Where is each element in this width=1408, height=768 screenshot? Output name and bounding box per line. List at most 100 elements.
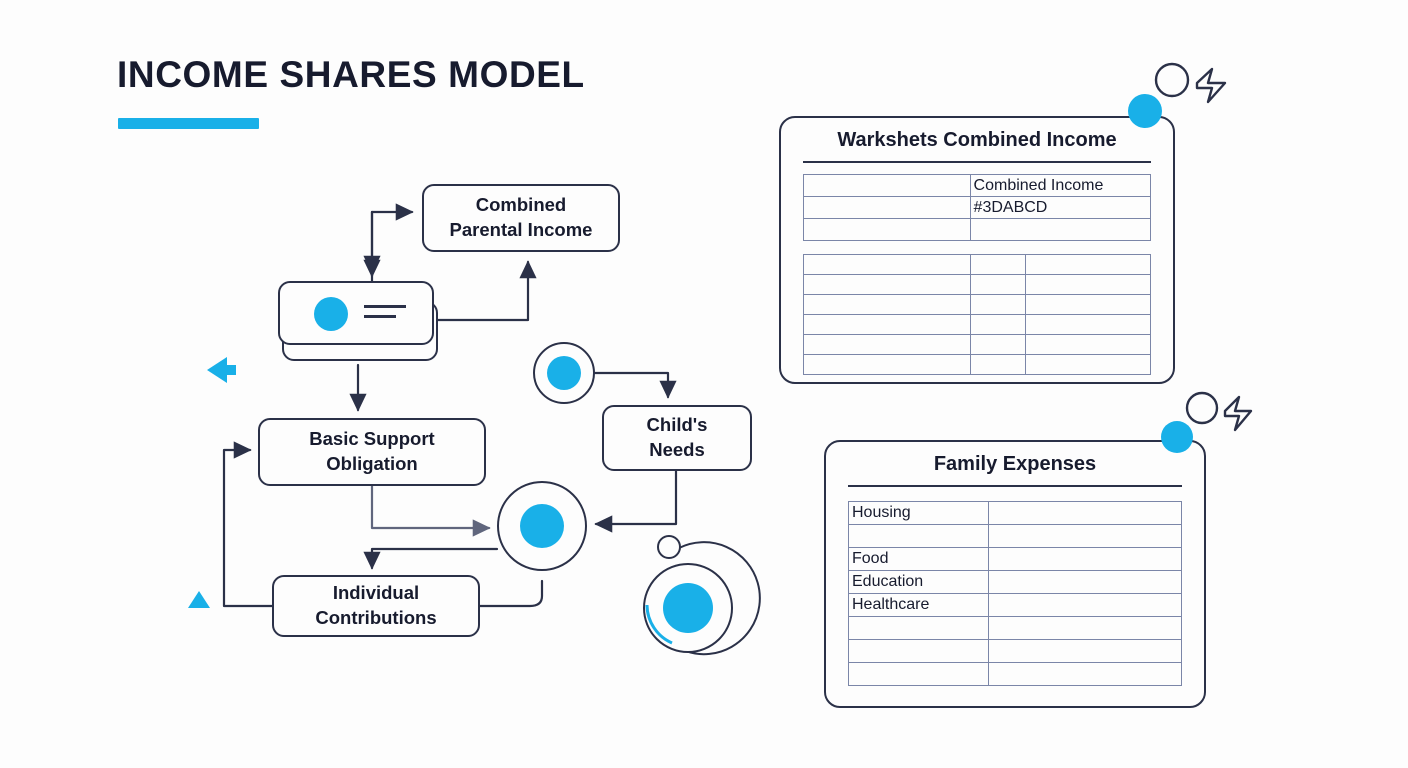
table-row[interactable] xyxy=(848,524,1183,548)
panel-family-expenses-title: Family Expenses xyxy=(933,453,1097,475)
table-combined-income[interactable]: Combined Income #3DABCD xyxy=(803,174,1152,241)
node-combined-parental-income[interactable]: Combined Parental Income xyxy=(422,184,620,252)
table-worksheet-grid-body xyxy=(803,254,1151,375)
panel-family-expenses-title-rule xyxy=(848,485,1182,487)
title-underline-rule xyxy=(118,118,259,129)
cell-value[interactable] xyxy=(987,501,1183,525)
card-stack-icon xyxy=(278,281,438,365)
orbit-icon xyxy=(617,531,763,677)
cell[interactable] xyxy=(803,196,971,219)
diagram-connectors xyxy=(222,203,678,608)
table-row[interactable] xyxy=(803,218,1152,241)
cell[interactable] xyxy=(803,274,971,295)
cell[interactable] xyxy=(803,354,971,375)
panel-worksheets-combined-income: Warkshets Combined Income Combined Incom… xyxy=(779,116,1175,384)
label-line-2: Parental Income xyxy=(449,219,593,240)
node-childs-needs[interactable]: Child's Needs xyxy=(602,405,752,471)
cell-value[interactable] xyxy=(987,570,1183,594)
cell[interactable] xyxy=(969,334,1027,355)
card-stack-line-2 xyxy=(364,315,396,318)
cell[interactable] xyxy=(803,218,971,241)
cell[interactable]: #3DABCD xyxy=(969,196,1152,219)
cell[interactable] xyxy=(969,294,1027,315)
card-stack-line-1 xyxy=(364,305,406,308)
cell-category[interactable] xyxy=(848,616,989,640)
table-row[interactable]: Food xyxy=(848,547,1183,571)
node-childs-needs-label: Child's Needs xyxy=(647,413,708,462)
table-row[interactable]: #3DABCD xyxy=(803,196,1152,219)
table-row[interactable] xyxy=(803,354,1151,375)
chevron-outline-icon xyxy=(1195,67,1227,104)
cell[interactable] xyxy=(803,334,971,355)
table-worksheet-grid[interactable] xyxy=(803,254,1151,375)
table-row[interactable]: Education xyxy=(848,570,1183,594)
cell[interactable] xyxy=(803,254,971,275)
cell[interactable] xyxy=(1025,254,1151,275)
cell-category[interactable]: Food xyxy=(848,547,989,571)
circle-hub-icon xyxy=(497,481,587,571)
cell-value[interactable] xyxy=(987,639,1183,663)
card-stack-avatar-dot xyxy=(314,297,348,331)
cell[interactable] xyxy=(969,354,1027,375)
cell-value[interactable] xyxy=(987,662,1183,686)
accent-dot-2 xyxy=(1161,421,1193,453)
cell-value[interactable] xyxy=(987,547,1183,571)
table-row[interactable] xyxy=(803,334,1151,355)
table-row[interactable] xyxy=(803,254,1151,275)
cell[interactable] xyxy=(1025,294,1151,315)
cell[interactable] xyxy=(969,218,1152,241)
node-individual-contributions[interactable]: Individual Contributions xyxy=(272,575,480,637)
flow-diagram: Combined Parental Income Basic Support O… xyxy=(188,184,763,677)
cell[interactable] xyxy=(969,254,1027,275)
cell[interactable] xyxy=(1025,274,1151,295)
node-combined-parental-income-label: Combined Parental Income xyxy=(450,193,593,242)
label-line-1: Individual xyxy=(332,582,420,604)
table-row[interactable] xyxy=(848,616,1183,640)
cell[interactable] xyxy=(1025,354,1151,375)
cell[interactable] xyxy=(803,314,971,335)
node-basic-support-obligation[interactable]: Basic Support Obligation xyxy=(258,418,486,486)
panel-worksheets-title-rule xyxy=(803,161,1151,163)
cell[interactable]: Combined Income xyxy=(969,174,1152,197)
deco-cluster-2 xyxy=(1182,386,1282,444)
table-family-expenses[interactable]: Housing Food Education Healthcare xyxy=(848,501,1183,686)
table-row[interactable]: Housing xyxy=(848,501,1183,525)
cell[interactable] xyxy=(803,174,971,197)
cell-category[interactable] xyxy=(848,639,989,663)
cell-category[interactable] xyxy=(848,662,989,686)
cell-value[interactable] xyxy=(987,616,1183,640)
cell-category[interactable]: Healthcare xyxy=(848,593,989,617)
table-row[interactable] xyxy=(848,662,1183,686)
cell[interactable] xyxy=(969,274,1027,295)
circle-outline-icon xyxy=(1154,62,1190,98)
cell[interactable] xyxy=(1025,314,1151,335)
cell[interactable] xyxy=(1025,334,1151,355)
page-title: INCOME SHARES MODEL xyxy=(117,54,585,95)
cell-category[interactable]: Housing xyxy=(848,501,989,525)
table-row[interactable] xyxy=(803,314,1151,335)
card-stack-front xyxy=(278,281,434,345)
cell-value[interactable] xyxy=(987,593,1183,617)
accent-dot-1 xyxy=(1128,94,1162,128)
table-row[interactable]: Combined Income xyxy=(803,174,1152,197)
cell-category[interactable] xyxy=(848,524,989,548)
circle-outline-icon xyxy=(1185,391,1219,425)
table-row[interactable] xyxy=(803,294,1151,315)
label-line-1: Basic Support xyxy=(309,428,435,450)
cell-value[interactable] xyxy=(987,524,1183,548)
label-line-2: Obligation xyxy=(326,453,418,474)
node-basic-support-obligation-label: Basic Support Obligation xyxy=(309,427,434,476)
cell-category[interactable]: Education xyxy=(848,570,989,594)
table-combined-income-body: Combined Income #3DABCD xyxy=(803,174,1152,241)
label-line-1: Combined xyxy=(475,194,567,216)
cell[interactable] xyxy=(803,294,971,315)
table-row[interactable]: Healthcare xyxy=(848,593,1183,617)
table-row[interactable] xyxy=(848,639,1183,663)
table-row[interactable] xyxy=(803,274,1151,295)
circle-node-icon xyxy=(533,342,595,404)
chevron-outline-icon xyxy=(1223,395,1253,432)
label-line-2: Needs xyxy=(649,439,705,460)
cell[interactable] xyxy=(969,314,1027,335)
node-individual-contributions-label: Individual Contributions xyxy=(315,581,436,630)
